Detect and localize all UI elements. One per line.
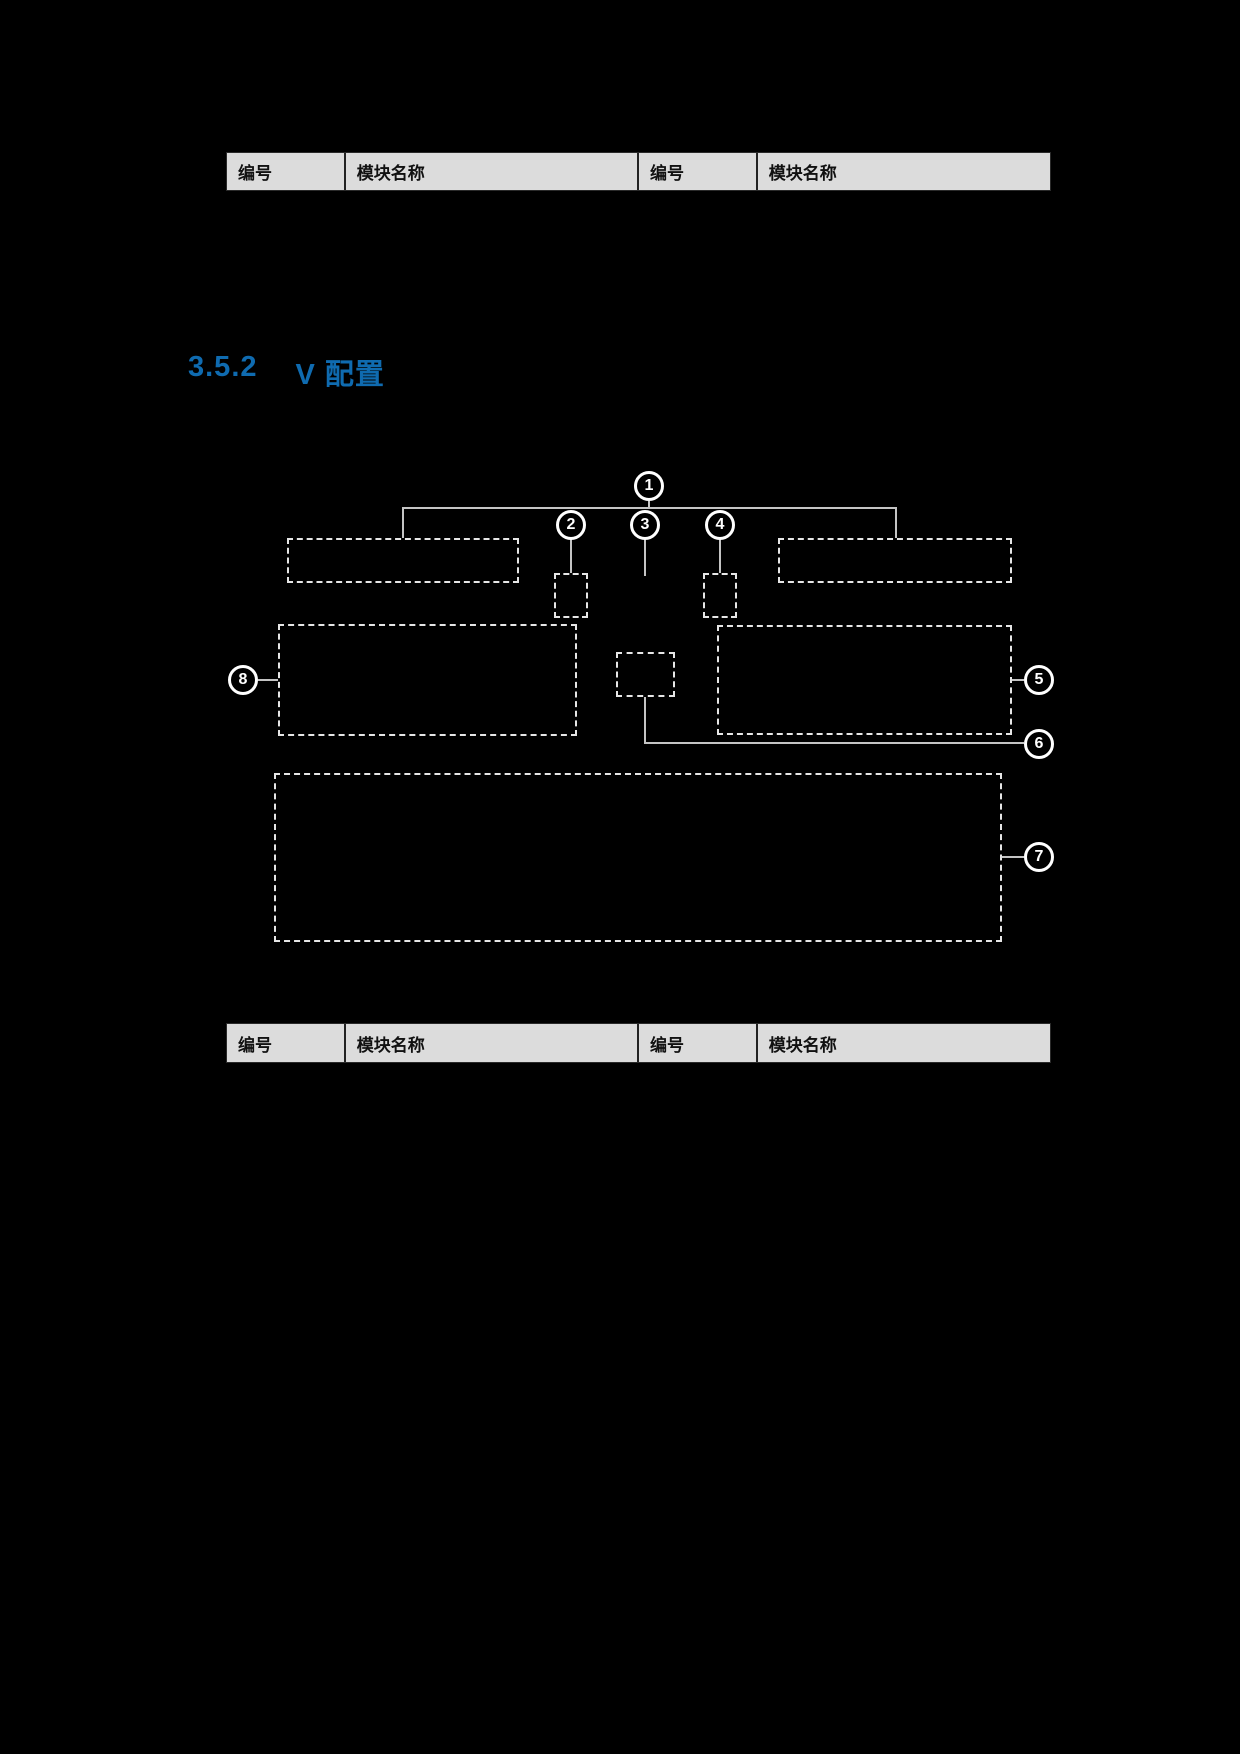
- module-box-top-right: [778, 538, 1012, 583]
- connector-callout8: [258, 679, 278, 681]
- callout-circle-8: 8: [228, 665, 258, 695]
- connector-callout1-stub: [648, 501, 650, 508]
- callout-circle-1: 1: [634, 471, 664, 501]
- module-box-right-large: [717, 625, 1012, 735]
- top-table-header-row: 编号 模块名称 编号 模块名称: [226, 152, 1051, 191]
- connector-callout4-stub: [719, 525, 721, 573]
- module-box-left-large: [278, 624, 577, 736]
- callout-circle-2: 2: [556, 510, 586, 540]
- connector-callout5: [1012, 679, 1024, 681]
- module-box-center-small: [616, 652, 675, 697]
- bottom-table-header-number-right: 编号: [637, 1024, 756, 1062]
- callout-circle-7: 7: [1024, 842, 1054, 872]
- top-table-header-module-left: 模块名称: [343, 153, 637, 190]
- bottom-table-header-module-left: 模块名称: [343, 1024, 637, 1062]
- connector-drop-right: [895, 507, 897, 538]
- module-box-small-right: [703, 573, 737, 618]
- section-heading: 3.5.2 V 配置: [188, 351, 385, 393]
- connector-horizontal-main: [403, 507, 896, 509]
- top-table-header-number-right: 编号: [637, 153, 756, 190]
- top-table-header-number-left: 编号: [238, 164, 272, 183]
- section-heading-title: V 配置: [295, 359, 385, 391]
- connector-callout7: [1002, 856, 1024, 858]
- module-box-top-left: [287, 538, 519, 583]
- bottom-table-header-number-left: 编号: [238, 1035, 272, 1055]
- callout-circle-6: 6: [1024, 729, 1054, 759]
- callout-circle-3: 3: [630, 510, 660, 540]
- callout-circle-4: 4: [705, 510, 735, 540]
- callout-circle-5: 5: [1024, 665, 1054, 695]
- module-box-bottom-large: [274, 773, 1002, 942]
- module-box-small-left: [554, 573, 588, 618]
- connector-callout2-stub: [570, 525, 572, 573]
- connector-drop-left: [402, 507, 404, 538]
- top-table-header-module-right: 模块名称: [755, 153, 1050, 190]
- bottom-table-header-row: 编号 模块名称 编号 模块名称: [226, 1023, 1051, 1063]
- connector-callout6-vertical: [644, 697, 646, 744]
- connector-callout3-stub: [644, 525, 646, 576]
- section-heading-number: 3.5.2: [188, 351, 258, 383]
- bottom-table-header-module-right: 模块名称: [755, 1024, 1050, 1062]
- connector-callout6-horizontal: [644, 742, 1024, 744]
